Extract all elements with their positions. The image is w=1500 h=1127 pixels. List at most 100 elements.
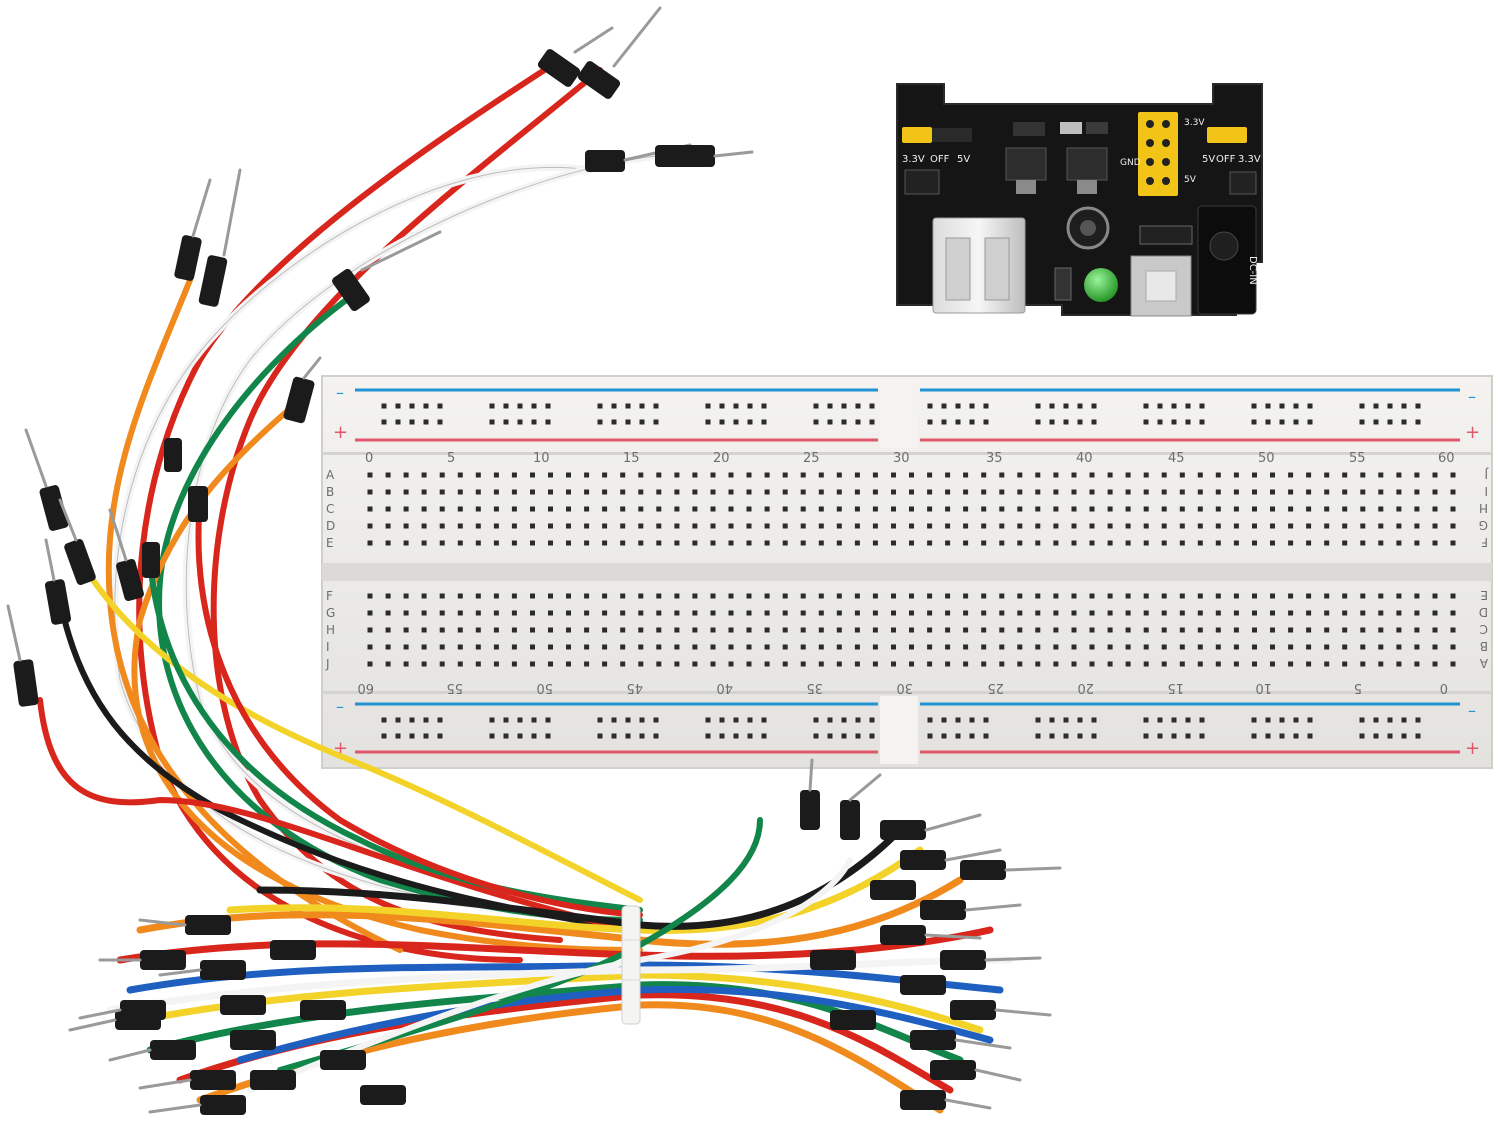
breadboard-hole (854, 523, 860, 529)
breadboard-hole (1125, 593, 1131, 599)
breadboard-hole (891, 506, 896, 512)
breadboard-hole (854, 489, 860, 495)
breadboard-hole (674, 506, 680, 512)
breadboard-hole (955, 733, 961, 739)
breadboard-hole (981, 627, 987, 633)
breadboard-hole (385, 627, 391, 633)
breadboard-hole (597, 419, 603, 425)
breadboard-hole (1017, 627, 1023, 633)
breadboard-hole (674, 523, 680, 529)
breadboard-hole (620, 661, 626, 667)
breadboard-hole (566, 610, 571, 616)
breadboard-hole (511, 506, 517, 512)
breadboard-hole (872, 540, 878, 546)
breadboard-hole (1233, 593, 1239, 599)
breadboard-hole (439, 506, 445, 512)
breadboard-hole (836, 644, 842, 650)
breadboard-hole (747, 717, 753, 723)
breadboard-hole (841, 403, 847, 409)
breadboard-hole (1396, 540, 1402, 546)
breadboard-hole (385, 644, 391, 650)
breadboard-hole (674, 610, 680, 616)
breadboard-hole (1035, 523, 1041, 529)
breadboard-hole (746, 523, 752, 529)
breadboard-hole (1378, 472, 1384, 478)
breadboard-hole (927, 593, 933, 599)
rail-plus-label: + (1465, 738, 1480, 759)
breadboard-hole (1288, 472, 1294, 478)
breadboard-hole (1414, 661, 1420, 667)
breadboard-hole (1306, 661, 1312, 667)
breadboard-hole (1107, 489, 1113, 495)
breadboard-hole (872, 610, 878, 616)
row-letter: G (326, 606, 335, 620)
breadboard-hole (999, 523, 1005, 529)
breadboard-hole (836, 506, 842, 512)
breadboard-hole (409, 419, 415, 425)
breadboard-hole (1053, 627, 1059, 633)
breadboard-hole (1450, 644, 1456, 650)
breadboard-hole (409, 717, 415, 723)
breadboard-hole (1017, 472, 1023, 478)
breadboard-hole (891, 610, 896, 616)
breadboard-hole (733, 717, 739, 723)
breadboard-hole (638, 610, 644, 616)
breadboard-hole (1252, 610, 1257, 616)
column-number: 60 (1438, 451, 1455, 466)
breadboard-hole (1035, 610, 1041, 616)
breadboard-hole (423, 403, 429, 409)
breadboard-hole (869, 733, 875, 739)
breadboard-hole (945, 661, 951, 667)
breadboard-hole (1324, 610, 1330, 616)
breadboard-hole (1306, 540, 1312, 546)
breadboard-hole (728, 593, 734, 599)
breadboard-hole (1432, 506, 1438, 512)
column-numbers-top: 0 5 10 15 20 25 30 35 40 45 50 55 60 (365, 451, 1455, 466)
header-pins (1229, 171, 1257, 195)
breadboard-hole (854, 644, 860, 650)
breadboard-hole (746, 540, 752, 546)
breadboard-hole (827, 419, 833, 425)
breadboard-hole (981, 523, 987, 529)
breadboard-hole (421, 540, 427, 546)
smd-component (1054, 267, 1072, 301)
breadboard-hole (1071, 593, 1077, 599)
breadboard-hole (719, 717, 725, 723)
breadboard-hole (385, 523, 391, 529)
breadboard-hole (1077, 403, 1083, 409)
cable-tie (621, 905, 641, 1025)
breadboard-hole (1053, 523, 1059, 529)
breadboard-hole (1143, 523, 1149, 529)
breadboard-hole (1270, 627, 1275, 633)
breadboard-hole (1252, 627, 1257, 633)
breadboard-hole (367, 540, 373, 546)
breadboard-hole (891, 627, 896, 633)
breadboard-hole (403, 472, 409, 478)
breadboard-hole (1179, 661, 1185, 667)
breadboard-hole (854, 506, 860, 512)
breadboard-hole (437, 717, 443, 723)
breadboard: – + – + – + – + 0 5 10 15 20 25 30 35 40… (321, 375, 1493, 769)
column-number: 45 (1168, 451, 1185, 466)
breadboard-hole (836, 627, 842, 633)
breadboard-hole (746, 489, 752, 495)
breadboard-hole (475, 627, 481, 633)
breadboard-hole (385, 489, 391, 495)
breadboard-hole (1143, 472, 1149, 478)
breadboard-hole (620, 593, 626, 599)
breadboard-hole (1378, 593, 1384, 599)
breadboard-hole (1125, 540, 1131, 546)
breadboard-hole (1450, 661, 1456, 667)
left-header-label-2: OFF (930, 154, 950, 165)
breadboard-hole (764, 593, 770, 599)
breadboard-hole (1342, 506, 1348, 512)
breadboard-hole (1035, 593, 1041, 599)
breadboard-hole (710, 644, 716, 650)
breadboard-hole (800, 506, 806, 512)
breadboard-hole (493, 627, 499, 633)
breadboard-hole (1265, 419, 1271, 425)
breadboard-hole (493, 506, 499, 512)
smd-resistor (1086, 122, 1108, 134)
breadboard-hole (963, 540, 969, 546)
breadboard-hole (656, 627, 662, 633)
